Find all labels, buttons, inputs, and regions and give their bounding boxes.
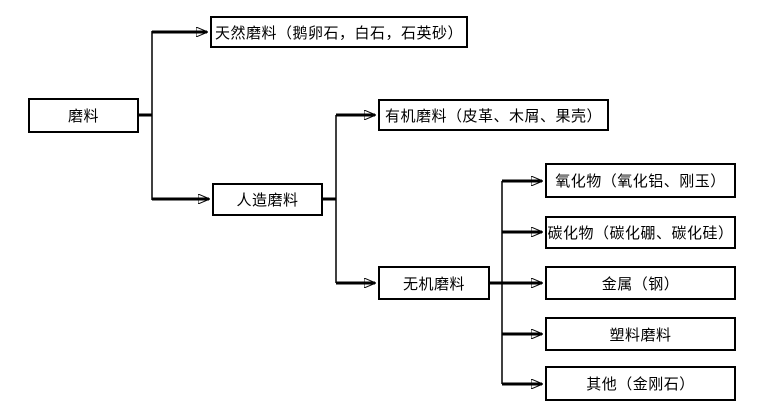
node-plastic-abrasive: 塑料磨料 [545,317,736,351]
node-oxide: 氧化物（氧化铝、刚玉） [545,163,736,198]
node-metal-label: 金属（钢） [601,276,680,293]
node-natural-abrasive-label: 天然磨料（鹅卵石，白石，石英砂） [214,25,463,42]
node-inorganic-abrasive: 无机磨料 [378,266,490,300]
node-abrasive: 磨料 [28,98,139,133]
node-artificial-abrasive: 人造磨料 [212,183,323,216]
node-metal: 金属（钢） [545,266,736,300]
node-natural-abrasive: 天然磨料（鹅卵石，白石，石英砂） [210,16,468,48]
node-artificial-abrasive-label: 人造磨料 [236,193,299,209]
node-inorganic-abrasive-label: 无机磨料 [402,276,465,293]
node-other: 其他（金刚石） [545,366,736,401]
node-organic-abrasive: 有机磨料（皮革、木屑、果壳） [378,99,609,131]
node-other-label: 其他（金刚石） [586,377,695,393]
node-oxide-label: 氧化物（氧化铝、刚玉） [555,174,726,190]
node-organic-abrasive-label: 有机磨料（皮革、木屑、果壳） [384,108,602,125]
node-plastic-abrasive-label: 塑料磨料 [609,327,672,344]
node-carbide-label: 碳化物（碳化硼、碳化硅） [547,226,734,242]
node-abrasive-label: 磨料 [67,109,99,125]
node-carbide: 碳化物（碳化硼、碳化硅） [545,216,736,249]
